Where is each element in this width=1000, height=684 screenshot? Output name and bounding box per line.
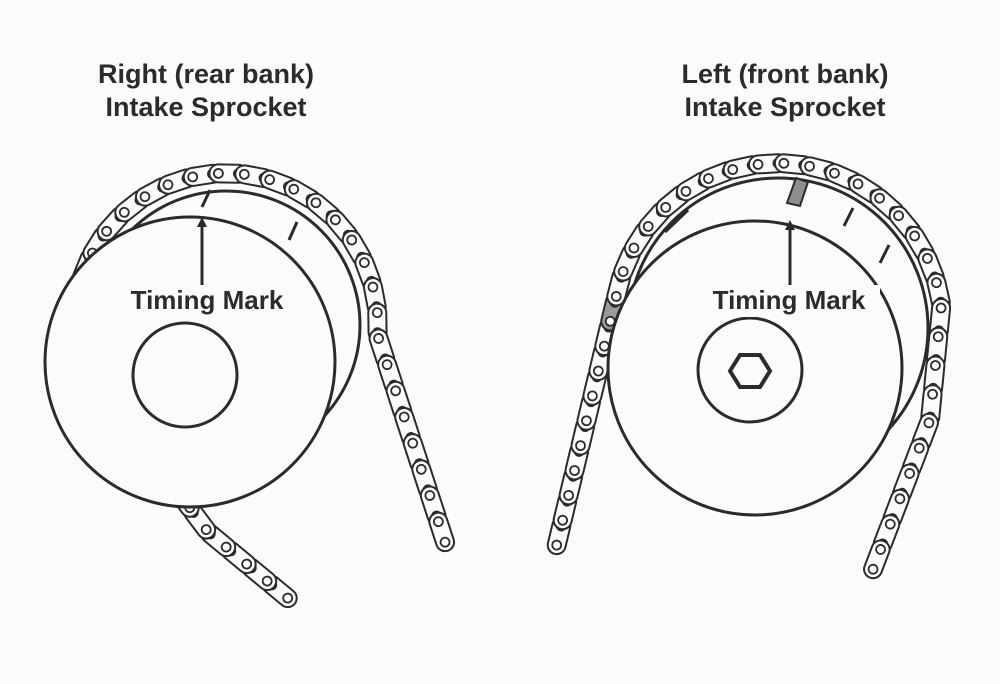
left-secondary-notch-2 [878, 244, 891, 264]
left-timing-mark-label: Timing Mark [713, 285, 866, 315]
left-title-line2: Intake Sprocket [684, 92, 886, 122]
left-label-backdrop [698, 285, 880, 317]
left-title-line1: Left (front bank) [681, 59, 889, 89]
chain-link [428, 511, 456, 553]
left-timing-chain [546, 153, 952, 580]
left-sprocket-assembly: Timing Mark [546, 153, 952, 580]
right-timing-mark-label: Timing Mark [131, 285, 284, 315]
left-timing-notch [785, 176, 810, 208]
hex-bolt-icon [727, 353, 773, 389]
right-sprocket-assembly: Timing Mark [43, 163, 456, 609]
right-sprocket-title: Right (rear bank) Intake Sprocket [46, 58, 366, 124]
right-label-backdrop [117, 285, 299, 317]
left-sprocket-title: Left (front bank) Intake Sprocket [625, 58, 945, 124]
right-timing-notch [200, 189, 212, 208]
left-secondary-notch-1 [842, 207, 855, 227]
right-secondary-notch [287, 221, 299, 241]
right-cam-hub [131, 321, 239, 429]
chain-link [863, 539, 891, 580]
right-title-line2: Intake Sprocket [105, 92, 307, 122]
right-title-line1: Right (rear bank) [97, 59, 315, 89]
left-secondary-notch-3 [663, 208, 690, 234]
